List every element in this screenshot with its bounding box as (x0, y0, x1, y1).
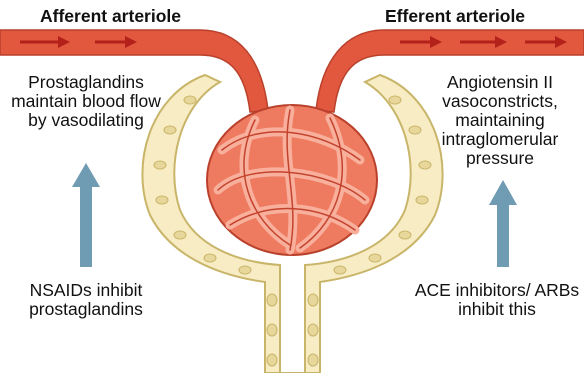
angiotensin-label: Angiotensin II vasoconstricts, maintaini… (418, 73, 582, 168)
glomerular-capillary-tuft (207, 105, 377, 255)
prostaglandins-label: Prostaglandins maintain blood flow by va… (6, 73, 166, 130)
ace-inhibitors-label: ACE inhibitors/ ARBs inhibit this (412, 281, 582, 319)
nsaids-label: NSAIDs inhibit prostaglandins (8, 281, 164, 319)
efferent-arteriole-label: Efferent arteriole (385, 6, 525, 26)
afferent-arteriole-label: Afferent arteriole (40, 6, 181, 26)
